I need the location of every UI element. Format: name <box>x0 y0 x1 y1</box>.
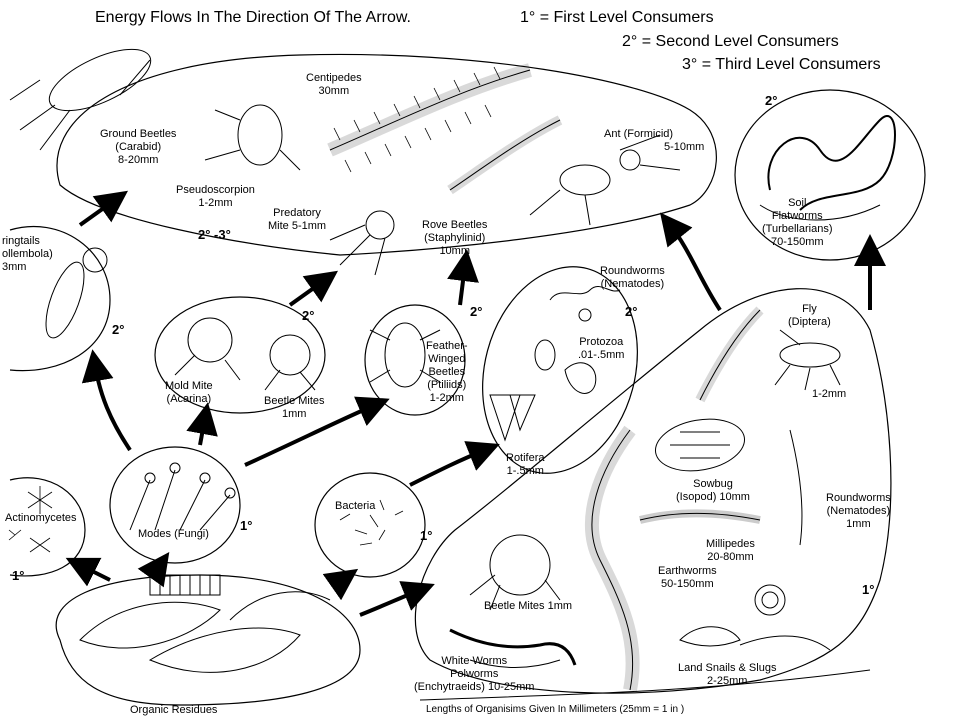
level-bacteria: 1° <box>420 528 432 543</box>
label-organic-residues: Organic Residues <box>130 704 217 717</box>
label-sowbug: Sowbug(Isopod) 10mm <box>676 478 750 504</box>
bacteria-outline <box>315 473 425 577</box>
label-protozoa: Protozoa.01-.5mm <box>578 336 624 362</box>
header-second-level: 2° = Second Level Consumers <box>622 33 839 51</box>
arrow-springtails-to-top <box>80 200 115 225</box>
level-fungi: 1° <box>240 518 252 533</box>
level-flatworms: 2° <box>765 93 777 108</box>
level-roundworms: 2° <box>625 304 637 319</box>
arrow-residues-to-right <box>360 590 420 615</box>
label-roundworms-top: Roundworms(Nematodes) <box>600 265 665 291</box>
footer-note: Lengths of Organisims Given In Millimete… <box>426 704 684 715</box>
arrow-feather-to-top <box>460 265 465 305</box>
level-springtails: 2° <box>112 322 124 337</box>
actino-outline <box>10 478 85 576</box>
header-energy-flow: Energy Flows In The Direction Of The Arr… <box>95 9 411 27</box>
decomposers-outline <box>415 289 891 693</box>
arrow-residues-to-fungi <box>155 565 160 572</box>
label-roundworms-right: Roundworms(Nematodes)1mm <box>826 492 891 531</box>
label-fly-size: 1-2mm <box>812 388 846 401</box>
label-bacteria: Bacteria <box>335 500 375 513</box>
level-feather: 2° <box>470 304 482 319</box>
label-mold-mite: Mold Mite(Acarina) <box>165 380 213 406</box>
label-rove-beetles: Rove Beetles(Staphylinid)10mm <box>422 219 487 258</box>
arrow-residues-to-bacteria <box>335 578 345 585</box>
arrow-mites-to-top <box>290 280 325 305</box>
level-beetle-mites: 2° <box>302 308 314 323</box>
label-ground-beetles: Ground Beetles(Carabid)8-20mm <box>100 128 176 167</box>
label-ant: Ant (Formicid)5-10mm <box>604 128 704 154</box>
label-fly: Fly(Diptera) <box>788 303 831 329</box>
header-third-level: 3° = Third Level Consumers <box>682 56 881 74</box>
arrow-right-to-ant <box>670 225 720 310</box>
arrow-fungi-to-mites <box>200 418 205 445</box>
label-beetle-mites-bottom: Beetle Mites 1mm <box>484 600 572 613</box>
label-actinomycetes: Actinomycetes <box>5 512 77 525</box>
arrow-residues-to-actino <box>80 565 110 580</box>
level-right-group: 1° <box>862 582 874 597</box>
level-actino: 1° <box>12 568 24 583</box>
arrow-bacteria-to-micro <box>410 450 485 485</box>
arrow-fungi-to-springtails <box>95 365 130 450</box>
label-molds: Modes (Fungi) <box>138 528 209 541</box>
level-top-group: 2° -3° <box>198 227 231 242</box>
fungi-outline <box>110 447 240 563</box>
header-first-level: 1° = First Level Consumers <box>520 9 714 27</box>
